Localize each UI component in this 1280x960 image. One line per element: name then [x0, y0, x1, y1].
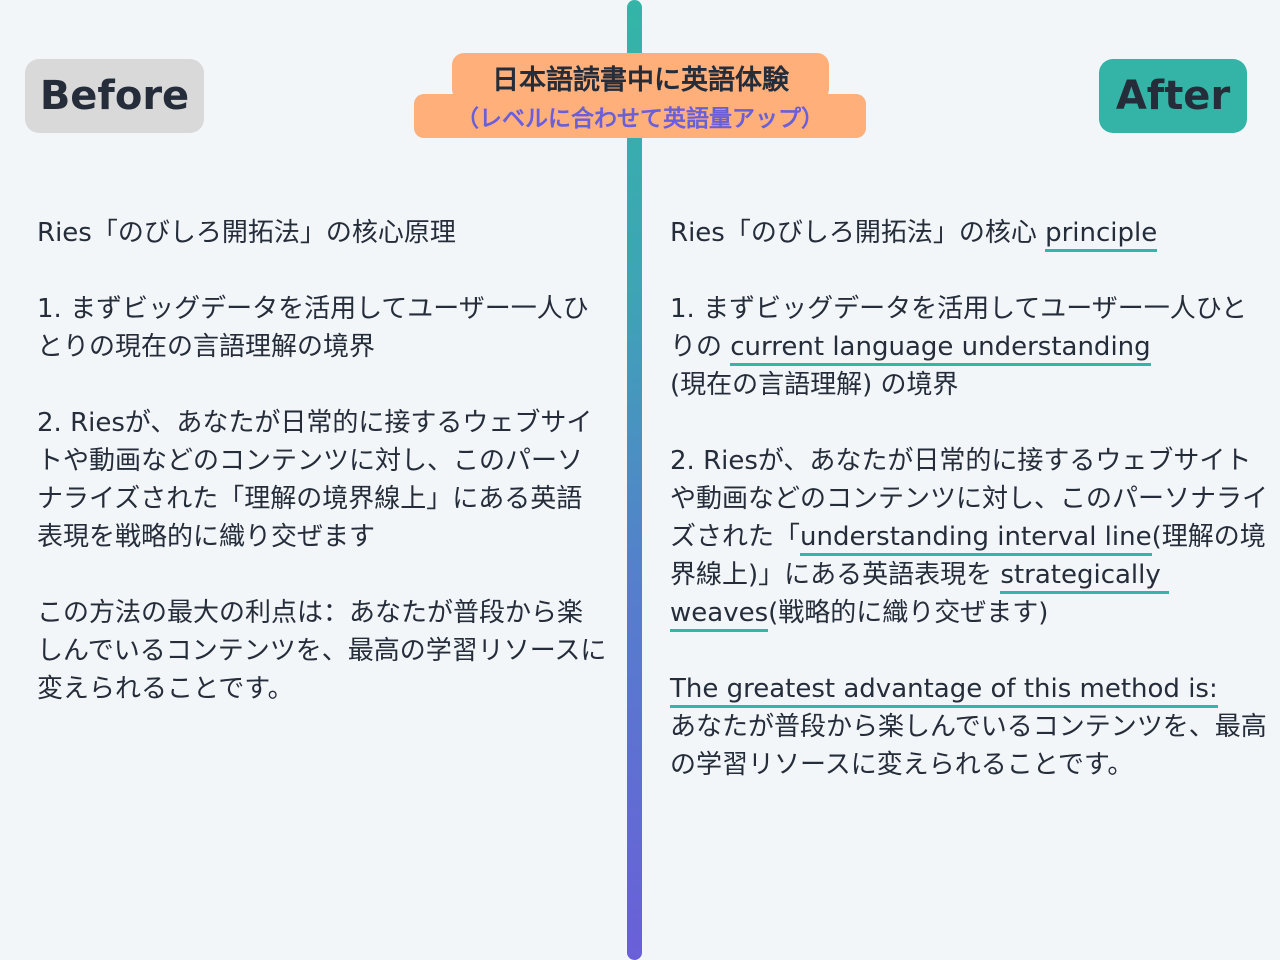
- before-point-2: 2. Riesが、あなたが日常的に接するウェブサイトや動画などのコンテンツに対し…: [37, 408, 593, 552]
- text: Ries「のびしろ開拓法」の核心: [670, 218, 1046, 248]
- title-sub: （レベルに合わせて英語量アップ）: [414, 94, 866, 138]
- highlight-english: principle: [1045, 218, 1158, 252]
- text: 1. まずビッグデータを活用してユーザー一人ひとりの: [670, 294, 1247, 362]
- highlight-english: current language understanding: [730, 332, 1151, 366]
- after-conclusion: The greatest advantage of this method is…: [670, 670, 1270, 784]
- text: (現在の言語理解) の境界: [670, 370, 959, 400]
- before-heading: Ries「のびしろ開拓法」の核心原理: [37, 218, 456, 248]
- after-point-2: 2. Riesが、あなたが日常的に接するウェブサイトや動画などのコンテンツに対し…: [670, 442, 1270, 632]
- text: (理解の境界線上)」にある英語表現を: [670, 522, 1266, 590]
- after-column: Ries「のびしろ開拓法」の核心 principle 1. まずビッグデータを活…: [670, 214, 1270, 822]
- highlight-english: understanding interval line: [800, 522, 1152, 556]
- after-point-1: 1. まずビッグデータを活用してユーザー一人ひとりの current langu…: [670, 290, 1270, 404]
- highlight-english: strategically weaves: [670, 560, 1170, 632]
- before-point-1: 1. まずビッグデータを活用してユーザー一人ひとりの現在の言語理解の境界: [37, 294, 589, 362]
- before-column: Ries「のびしろ開拓法」の核心原理 1. まずビッグデータを活用してユーザー一…: [37, 214, 607, 746]
- after-badge: After: [1099, 59, 1247, 133]
- center-divider: [627, 0, 642, 960]
- highlight-english: The greatest advantage of this method is…: [670, 674, 1218, 708]
- text: 2. Riesが、あなたが日常的に接するウェブサイトや動画などのコンテンツに対し…: [670, 446, 1269, 552]
- before-conclusion: この方法の最大の利点は：あなたが普段から楽しんでいるコンテンツを、最高の学習リソ…: [37, 598, 607, 704]
- before-badge: Before: [25, 59, 204, 133]
- text: あなたが普段から楽しんでいるコンテンツを、最高の学習リソースに変えられることです…: [670, 712, 1267, 780]
- after-heading: Ries「のびしろ開拓法」の核心 principle: [670, 214, 1270, 252]
- title-main: 日本語読書中に英語体験: [452, 53, 829, 101]
- text: (戦略的に織り交ぜます): [768, 598, 1049, 628]
